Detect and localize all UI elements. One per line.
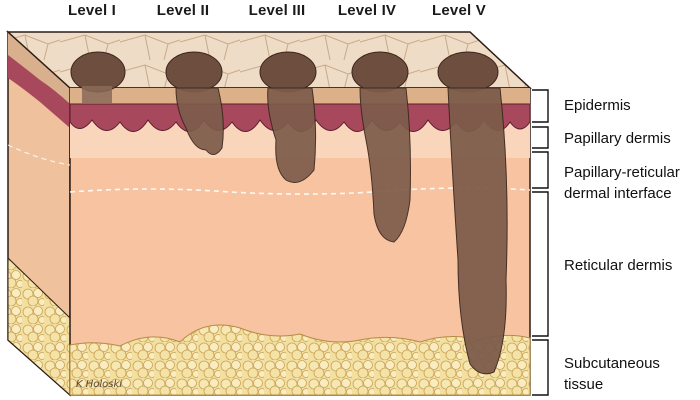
melanoma-lesions xyxy=(70,51,508,375)
layer-brackets xyxy=(532,89,549,396)
lesion-level-4 xyxy=(351,51,411,243)
level-4-label: Level IV xyxy=(337,2,397,19)
epidermis-label: Epidermis xyxy=(564,97,631,114)
block-left-face xyxy=(7,30,71,397)
bracket-reticular-dermis xyxy=(532,191,549,337)
lesion-level-5 xyxy=(437,51,508,375)
level-2-label: Level II xyxy=(156,2,210,19)
interface-label-line2: dermal interface xyxy=(564,185,672,202)
bracket-interface xyxy=(532,151,549,189)
subcutaneous-label-line1: Subcutaneous xyxy=(564,355,660,372)
artist-credit: K Holoski xyxy=(76,379,123,390)
block-front-face xyxy=(7,87,531,396)
level-3-label: Level III xyxy=(248,2,306,19)
bracket-subcutaneous xyxy=(532,339,549,396)
bracket-papillary-dermis xyxy=(532,126,549,149)
lesion-level-2 xyxy=(165,51,224,155)
lesion-level-3 xyxy=(259,51,317,183)
subcutaneous-label-line2: tissue xyxy=(564,376,604,393)
papillary-dermis-label: Papillary dermis xyxy=(564,130,671,147)
level-5-label: Level V xyxy=(432,2,486,19)
interface-label-line1: Papillary-reticular xyxy=(564,164,680,181)
level-1-label: Level I xyxy=(67,2,117,19)
lesion-level-1 xyxy=(70,51,126,104)
bracket-epidermis xyxy=(532,89,549,123)
reticular-dermis-label: Reticular dermis xyxy=(564,257,673,274)
